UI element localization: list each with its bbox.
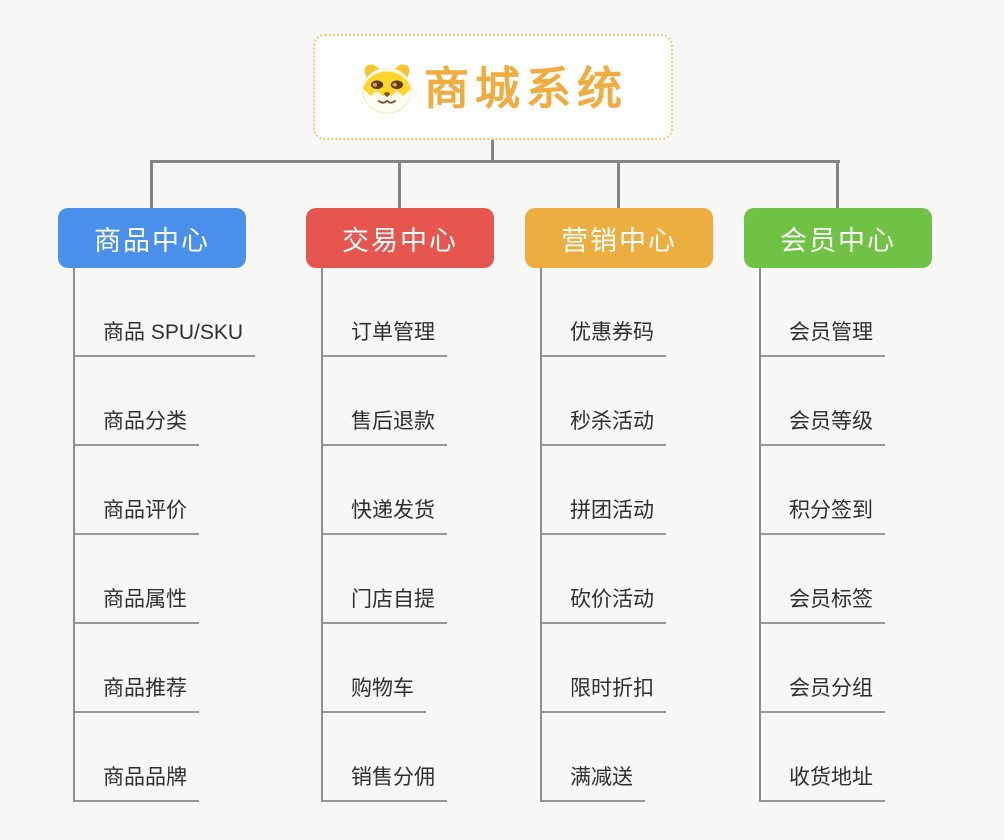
- root-title: 商城系统: [423, 62, 628, 114]
- connector-stub-trade-center: [398, 160, 401, 208]
- leaf-item-product-brand[interactable]: 商品品牌: [75, 713, 255, 802]
- leaf-item-shopping-cart[interactable]: 购物车: [323, 624, 447, 713]
- leaf-label: 销售分佣: [323, 765, 447, 802]
- leaf-label: 快递发货: [323, 498, 447, 535]
- leaf-item-group-buy[interactable]: 拼团活动: [542, 446, 666, 535]
- leaf-item-product-recommend[interactable]: 商品推荐: [75, 624, 255, 713]
- connector-stub-marketing-center: [617, 160, 620, 208]
- leaf-item-coupon-code[interactable]: 优惠券码: [542, 268, 666, 357]
- leaf-item-limited-time-discount[interactable]: 限时折扣: [542, 624, 666, 713]
- branch-children-marketing-center: 优惠券码 秒杀活动 拼团活动 砍价活动 限时折扣 满减送: [540, 268, 666, 802]
- connector-root-stem: [491, 140, 494, 162]
- branch-header-product-center[interactable]: 商品中心: [58, 208, 246, 268]
- leaf-item-shipping-address[interactable]: 收货地址: [761, 713, 885, 802]
- leaf-item-member-tag[interactable]: 会员标签: [761, 535, 885, 624]
- leaf-label: 商品品牌: [75, 765, 199, 802]
- leaf-label: 购物车: [323, 676, 426, 713]
- connector-stub-product-center: [150, 160, 153, 208]
- leaf-item-spend-and-save[interactable]: 满减送: [542, 713, 666, 802]
- leaf-label: 售后退款: [323, 409, 447, 446]
- branch-header-trade-center[interactable]: 交易中心: [306, 208, 494, 268]
- connector-horizontal-bar: [150, 160, 840, 163]
- branch-children-member-center: 会员管理 会员等级 积分签到 会员标签 会员分组 收货地址: [759, 268, 885, 802]
- branch-children-trade-center: 订单管理 售后退款 快递发货 门店自提 购物车 销售分佣: [321, 268, 447, 802]
- branch-header-marketing-center[interactable]: 营销中心: [525, 208, 713, 268]
- leaf-label: 收货地址: [761, 765, 885, 802]
- leaf-item-member-group[interactable]: 会员分组: [761, 624, 885, 713]
- leaf-label: 积分签到: [761, 498, 885, 535]
- leaf-item-product-category[interactable]: 商品分类: [75, 357, 255, 446]
- leaf-label: 门店自提: [323, 587, 447, 624]
- branch-children-product-center: 商品 SPU/SKU 商品分类 商品评价 商品属性 商品推荐 商品品牌: [73, 268, 256, 802]
- leaf-label: 秒杀活动: [542, 409, 666, 446]
- dog-face-icon: [358, 60, 416, 114]
- leaf-item-product-attribute[interactable]: 商品属性: [75, 535, 255, 624]
- leaf-item-express-delivery[interactable]: 快递发货: [323, 446, 447, 535]
- connector-stub-member-center: [836, 160, 839, 208]
- leaf-item-member-level[interactable]: 会员等级: [761, 357, 885, 446]
- leaf-label: 满减送: [542, 765, 645, 802]
- branch-header-member-center[interactable]: 会员中心: [744, 208, 932, 268]
- leaf-label: 优惠券码: [542, 320, 666, 357]
- leaf-label: 拼团活动: [542, 498, 666, 535]
- leaf-label: 限时折扣: [542, 676, 666, 713]
- leaf-label: 商品 SPU/SKU: [75, 320, 256, 357]
- leaf-item-points-checkin[interactable]: 积分签到: [761, 446, 885, 535]
- leaf-label: 会员标签: [761, 587, 885, 624]
- leaf-label: 商品评价: [75, 498, 199, 535]
- leaf-item-flash-sale[interactable]: 秒杀活动: [542, 357, 666, 446]
- leaf-label: 会员等级: [761, 409, 885, 446]
- leaf-label: 商品分类: [75, 409, 199, 446]
- leaf-label: 商品属性: [75, 587, 199, 624]
- leaf-label: 会员分组: [761, 676, 885, 713]
- leaf-label: 会员管理: [761, 320, 885, 357]
- leaf-label: 订单管理: [323, 320, 447, 357]
- leaf-item-store-pickup[interactable]: 门店自提: [323, 535, 447, 624]
- leaf-label: 商品推荐: [75, 676, 199, 713]
- leaf-item-sales-commission[interactable]: 销售分佣: [323, 713, 447, 802]
- leaf-item-member-management[interactable]: 会员管理: [761, 268, 885, 357]
- leaf-item-bargain-activity[interactable]: 砍价活动: [542, 535, 666, 624]
- root-node[interactable]: 商城系统: [313, 34, 673, 140]
- leaf-label: 砍价活动: [542, 587, 666, 624]
- leaf-item-order-management[interactable]: 订单管理: [323, 268, 447, 357]
- leaf-item-product-spu-sku[interactable]: 商品 SPU/SKU: [75, 268, 256, 357]
- leaf-item-aftersale-refund[interactable]: 售后退款: [323, 357, 447, 446]
- leaf-item-product-review[interactable]: 商品评价: [75, 446, 255, 535]
